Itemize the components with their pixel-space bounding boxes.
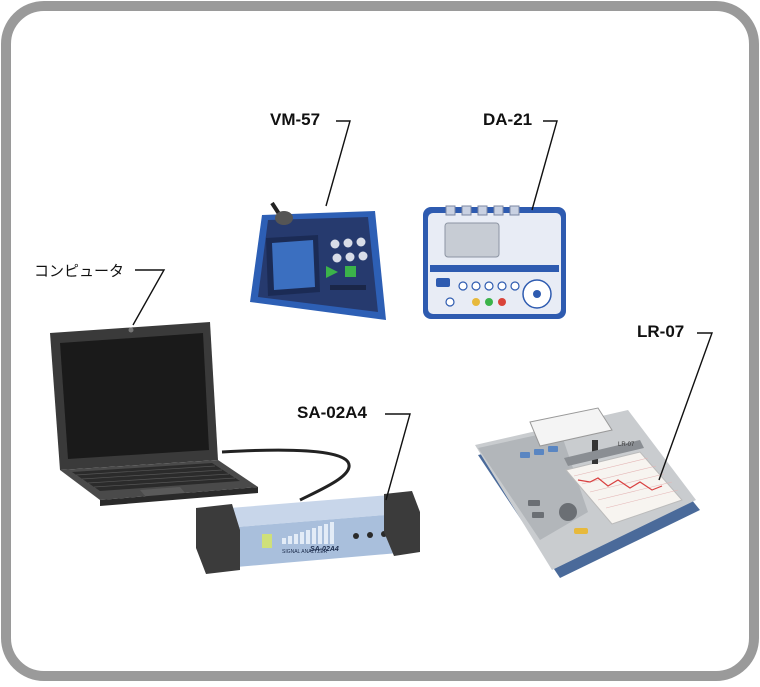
sa02a4-top (205, 495, 410, 528)
da21-yellow-button (472, 298, 480, 306)
label-sa02a4: SA-02A4 (297, 403, 367, 422)
vm57-device (250, 201, 386, 320)
da21-band (430, 265, 559, 272)
lr07-paper-roll (529, 407, 613, 447)
sa02a4-right-bumper (384, 491, 420, 556)
lr07-yellow-button (574, 528, 588, 534)
label-da21: DA-21 (483, 110, 533, 129)
da21-logo-icon (436, 278, 450, 287)
label-lr07: LR-07 (637, 322, 685, 341)
lr07-chart-grid (573, 457, 679, 509)
laptop-computer (50, 322, 258, 506)
vm57-stop-icon (345, 266, 356, 277)
sa02a4-level-graphic (282, 522, 334, 544)
laptop-key-grid (75, 465, 236, 488)
leader-da21 (531, 120, 558, 211)
sa02a4-front (225, 513, 410, 568)
vm57-play-icon (326, 266, 338, 278)
laptop-keyboard (72, 463, 240, 491)
lr07-knob-icon (559, 503, 577, 521)
laptop-base-edge (100, 487, 258, 506)
sa02a4-power-indicator (262, 534, 272, 548)
da21-screen (444, 222, 500, 258)
sa02a4-device: SIGNAL ANALYZER SA-02A4 (196, 491, 420, 574)
leader-computer (132, 269, 166, 326)
da21-device (423, 205, 566, 319)
leader-vm57 (325, 120, 351, 207)
usb-cable (221, 448, 351, 502)
sa02a4-model-text: SA-02A4 (310, 546, 339, 553)
sa02a4-left-bumper (196, 504, 240, 574)
laptop-screen (60, 333, 209, 459)
lr07-model-text: LR-07 (618, 442, 635, 448)
da21-red-button (498, 298, 506, 306)
lr07-side-keys (528, 500, 544, 518)
leader-lines (132, 120, 713, 501)
label-computer: コンピュータ (34, 262, 125, 280)
vm57-sensor-icon (275, 211, 293, 225)
vm57-screen (272, 240, 315, 290)
vm57-label-strip (330, 285, 366, 290)
leader-lr07 (658, 332, 713, 481)
laptop-camera-icon (128, 327, 134, 333)
da21-dpad-center (533, 290, 541, 298)
da21-buttons (445, 281, 520, 307)
da21-connectors (445, 205, 520, 216)
leader-sa02a4 (385, 413, 411, 501)
vm57-buttons (330, 237, 368, 263)
sa02a4-brand-text: SIGNAL ANALYZER (282, 549, 328, 555)
lr07-device: LR-07 (475, 407, 700, 578)
label-vm57: VM-57 (270, 110, 321, 129)
lr07-chart-paper (565, 451, 683, 525)
da21-green-button (485, 298, 493, 306)
lr07-pen-trace (577, 477, 663, 491)
lr07-pen-rail (564, 440, 644, 466)
lr07-buttons (520, 446, 558, 458)
